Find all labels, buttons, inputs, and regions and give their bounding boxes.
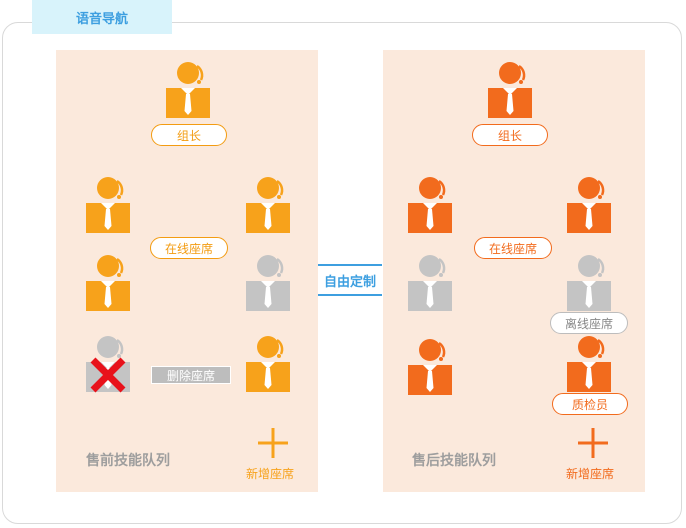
leader-pill: 组长 — [151, 124, 227, 146]
add-plus-icon[interactable] — [257, 427, 289, 459]
aftersales-queue-title: 售后技能队列 — [412, 453, 496, 469]
online-agent-icon — [246, 175, 290, 235]
online-agent-icon — [86, 175, 130, 235]
add-seat-label: 新增座席 — [566, 467, 615, 481]
online-agent-icon — [408, 337, 452, 397]
online-agent-icon — [86, 253, 130, 313]
voice-navigation-tab[interactable]: 语音导航 — [32, 0, 172, 34]
online-agent-icon — [408, 175, 452, 235]
qc-pill: 质检员 — [552, 393, 628, 415]
add-seat-label: 新增座席 — [246, 467, 295, 481]
online-seats-pill: 在线座席 — [474, 237, 552, 259]
inactive-agent-icon — [408, 253, 452, 313]
leader-agent-icon — [166, 60, 210, 120]
qc-agent-icon — [567, 334, 611, 394]
delete-seat-tag: 删除座席 — [151, 366, 231, 384]
offline-agent-icon — [567, 253, 611, 313]
inactive-agent-icon — [246, 253, 290, 313]
online-agent-icon — [567, 175, 611, 235]
online-seats-pill: 在线座席 — [150, 237, 228, 259]
leader-agent-icon — [488, 60, 532, 120]
new-agent-icon — [246, 334, 290, 394]
add-plus-icon[interactable] — [577, 427, 609, 459]
custom-label: 自由定制 — [318, 264, 382, 296]
delete-cross-icon — [89, 356, 127, 394]
offline-seats-pill: 离线座席 — [550, 312, 628, 334]
leader-pill: 组长 — [472, 124, 548, 146]
presales-queue-title: 售前技能队列 — [86, 453, 170, 469]
